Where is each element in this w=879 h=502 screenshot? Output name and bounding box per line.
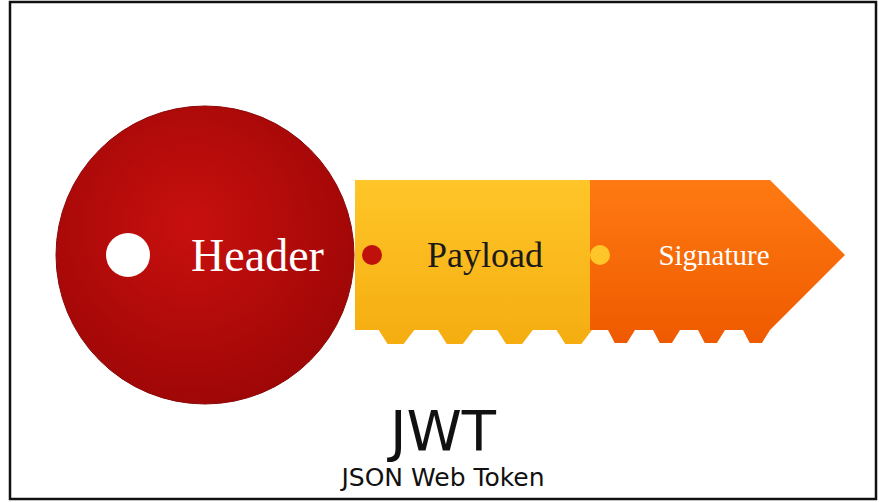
key-tip xyxy=(590,180,845,343)
part-label: Header xyxy=(191,229,324,282)
header-circle: Header xyxy=(55,105,355,405)
key-hole xyxy=(106,233,150,277)
diagram-title: JWT xyxy=(10,398,876,463)
diagram-caption: JSON Web Token xyxy=(10,463,876,492)
text-area: Header xyxy=(160,105,355,405)
text-area: Payload xyxy=(385,180,585,330)
joint-dot xyxy=(362,245,382,265)
key-shaft xyxy=(355,180,592,344)
key-bow xyxy=(56,106,354,404)
frame-border xyxy=(10,2,876,499)
text-area: Signature xyxy=(614,180,814,330)
part-label: Signature xyxy=(658,239,769,272)
part-label: Payload xyxy=(427,234,543,276)
joint-dot xyxy=(590,245,610,265)
payload-band: Payload xyxy=(355,180,592,350)
signature-arrow: Signature xyxy=(590,180,850,350)
